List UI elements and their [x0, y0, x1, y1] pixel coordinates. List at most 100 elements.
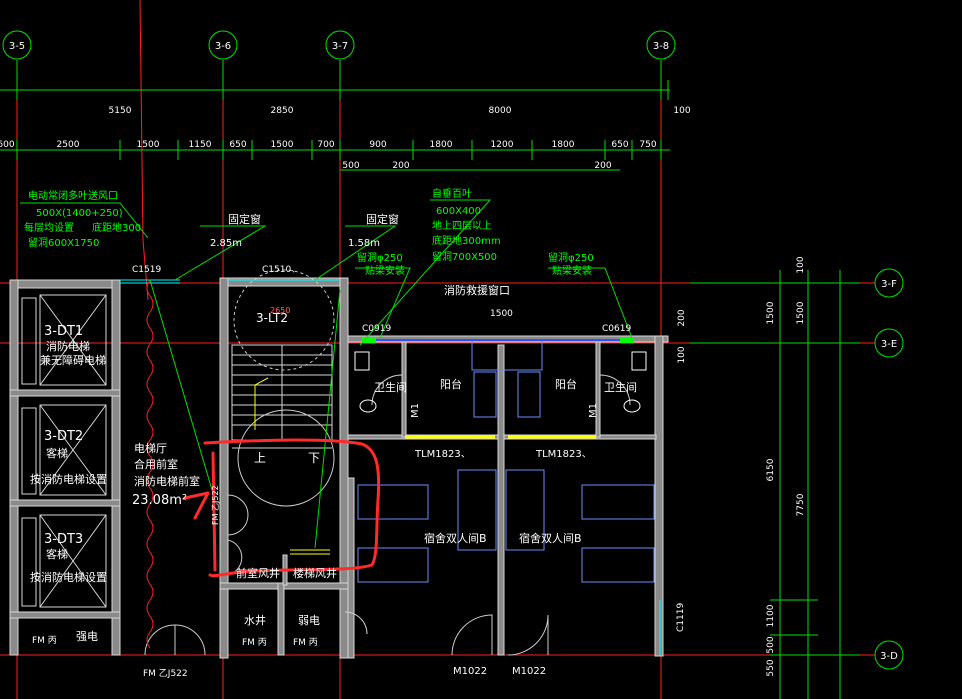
leader-hole-left — [355, 267, 411, 339]
dim-text: 1100 — [766, 604, 776, 627]
wall — [339, 277, 349, 659]
bed — [357, 484, 429, 520]
dim-text: 1800 — [430, 140, 453, 150]
label-lobby-area: 23.08m² — [132, 493, 187, 508]
bed — [357, 547, 429, 583]
tag-c0919: C0919 — [362, 324, 391, 334]
note-hole-right-2: 贴梁安装 — [552, 264, 592, 277]
leader-smoke-vent — [20, 202, 149, 239]
wall — [595, 341, 601, 438]
label-stair-down: 下 — [308, 451, 320, 465]
axis-bubble-3-8[interactable] — [646, 30, 676, 60]
label-stair-code: 3-LT2 — [256, 311, 288, 325]
label-dorm-right: 宿舍双人间B — [519, 531, 582, 545]
dim-text: 2850 — [271, 106, 294, 116]
axis-label-3-8: 3-8 — [653, 41, 669, 52]
counterweight — [21, 517, 37, 607]
vent-hole-right — [620, 337, 634, 343]
tag-m1022-left: M1022 — [453, 666, 487, 677]
toilet-right — [623, 399, 641, 413]
wardrobe — [517, 371, 541, 418]
tag-tlm-left: TLM1823、 — [414, 449, 471, 460]
wall — [401, 341, 407, 438]
basin-left — [354, 351, 370, 371]
leader-fixed-window-2 — [314, 225, 397, 281]
axis-bubbles — [2, 30, 904, 670]
label-fixed-window-2-h: 1.58m — [348, 238, 380, 249]
note-smoke-vent-floor: 每层均设置 — [24, 221, 74, 234]
elevator-cross — [39, 514, 107, 608]
wall — [9, 611, 121, 619]
note-louver-hole: 留洞700X500 — [432, 250, 497, 263]
wardrobe — [473, 371, 497, 418]
dim-text: 5150 — [109, 106, 132, 116]
tag-c1510: C1510、 — [262, 265, 300, 275]
elevator-cross — [39, 404, 107, 496]
label-dt1-line1: 消防电梯 — [46, 339, 90, 353]
label-front-shaft: 前室风井 — [236, 566, 280, 580]
counterweight — [21, 407, 37, 495]
wall — [9, 279, 19, 656]
axis-bubble-3-5[interactable] — [2, 30, 32, 60]
dim-text: 2500 — [57, 140, 80, 150]
axis-bubble-3-E[interactable] — [874, 328, 904, 358]
staircase — [231, 269, 335, 507]
wall — [277, 582, 285, 656]
door-swing-arc — [237, 409, 335, 507]
dim-text: 1200 — [491, 140, 514, 150]
dim-text: 550 — [766, 659, 776, 676]
door-stair-shaft[interactable] — [344, 611, 368, 635]
basin-right — [631, 351, 647, 371]
label-stair-shaft: 楼梯风井 — [293, 566, 337, 580]
markup-cloud — [203, 438, 381, 578]
leader-diag — [149, 279, 216, 501]
door-m1022-right[interactable] — [507, 614, 549, 656]
label-bath-right: 卫生间 — [604, 380, 637, 394]
vent-hole-left — [362, 337, 376, 343]
elevator-car-dt1 — [39, 294, 107, 386]
axis-bubble-3-6[interactable] — [208, 30, 238, 60]
tag-fm-zj522-a: FM 乙J522 — [143, 668, 188, 679]
leader-fixed-window-1 — [174, 225, 267, 281]
review-markup — [183, 438, 381, 578]
door-m1-left[interactable] — [371, 374, 403, 406]
wall — [9, 279, 121, 289]
wall — [497, 344, 505, 656]
label-dt3-line1: 客梯 — [46, 547, 68, 561]
markup-arrow — [183, 491, 210, 520]
axis-bubble-3-D[interactable] — [874, 640, 904, 670]
leader-lines — [20, 199, 633, 549]
dim-text: 1500 — [137, 140, 160, 150]
tag-c1519: C1519 — [132, 265, 161, 275]
label-dt3-code: 3-DT3 — [44, 532, 83, 547]
desk — [457, 469, 497, 551]
note-smoke-vent-size: 500X(1400+250) — [36, 208, 123, 219]
door-lobby[interactable] — [227, 494, 249, 536]
stair-arrows — [254, 377, 330, 555]
dim-text: 700 — [317, 140, 334, 150]
stair-up-arrow — [254, 377, 269, 430]
dim-text: 7750 — [796, 493, 806, 516]
leader-louver — [359, 199, 492, 346]
dim-text: 900 — [369, 140, 386, 150]
door-fm-zj522-b[interactable] — [174, 624, 206, 656]
axis-bubble-3-7[interactable] — [325, 30, 355, 60]
dim-text: 1500 — [271, 140, 294, 150]
door-m1022-left[interactable] — [451, 614, 493, 656]
axis-label-3-F: 3-F — [881, 279, 897, 290]
tag-stair-width: 2650 — [270, 306, 290, 315]
axis-bubble-3-F[interactable] — [874, 268, 904, 298]
desk — [505, 469, 545, 551]
label-dt3-line2: 按消防电梯设置 — [30, 570, 107, 584]
label-bath-left: 卫生间 — [374, 380, 407, 394]
dim-text: 650 — [229, 140, 246, 150]
note-louver-title: 自垂百叶 — [432, 187, 472, 200]
leader-diag — [314, 289, 341, 549]
tag-c1119: C1119 — [676, 603, 686, 632]
dorm-furniture — [357, 339, 655, 583]
tag-m1-left: M1 — [410, 403, 421, 418]
axis-label-3-D: 3-D — [880, 651, 898, 662]
wall — [111, 279, 121, 656]
note-louver-sill: 底距地300mm — [432, 234, 501, 247]
door-fm-zj522-a[interactable] — [144, 624, 176, 656]
